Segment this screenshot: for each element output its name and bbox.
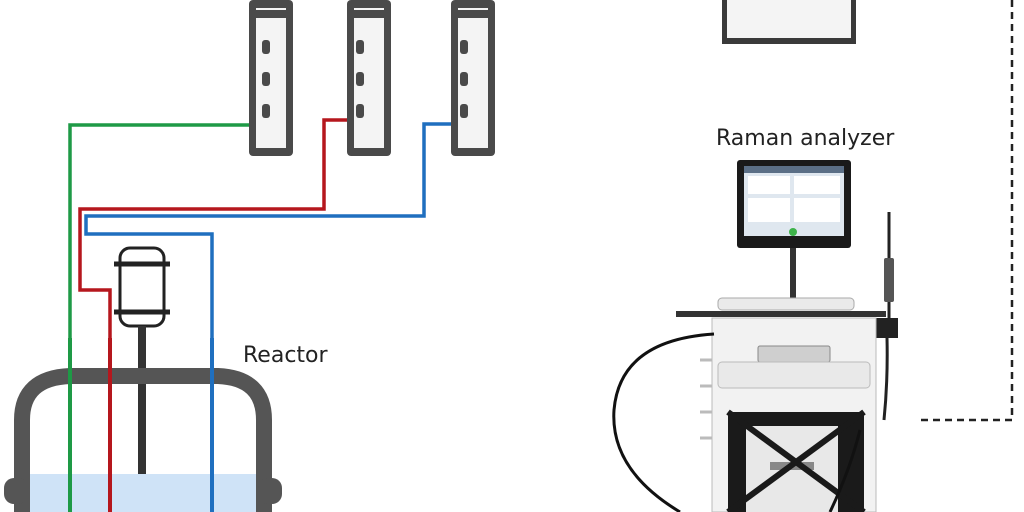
dashed-data-link (918, 0, 1014, 422)
red-feed-line (78, 118, 347, 480)
reactor-label: Reactor (243, 343, 328, 368)
raman-analyzer-label: Raman analyzer (716, 126, 895, 151)
raman-analyzer-cart-icon (612, 160, 898, 512)
syringe-pump-icon (347, 0, 391, 156)
stirrer-motor-icon (114, 246, 170, 512)
syringe-pump-icon (451, 0, 495, 156)
syringe-pump-icon (249, 0, 293, 156)
blue-feed-line (84, 122, 451, 480)
computer-screen-icon (722, 0, 856, 44)
